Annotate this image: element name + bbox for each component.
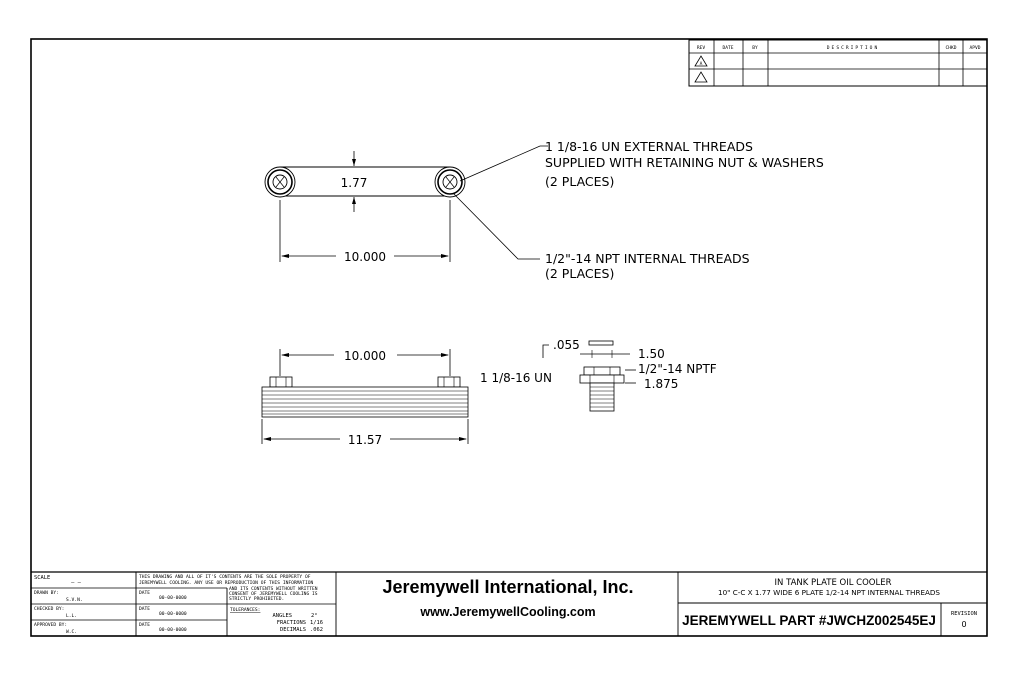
note-line: (2 PLACES) xyxy=(545,266,614,281)
notice-line: STRICTLY PROHIBITED. xyxy=(229,596,284,602)
drawing-subtitle: 10" C-C X 1.77 WIDE 6 PLATE 1/2-14 NPT I… xyxy=(718,588,940,597)
checked-value: L.L. xyxy=(66,613,77,619)
left-port-icon xyxy=(264,166,296,198)
rev-header-description: DESCRIPTION xyxy=(827,45,879,51)
revision-value: 0 xyxy=(961,620,966,629)
company-name: Jeremywell International, Inc. xyxy=(382,577,633,597)
approved-value: W.C. xyxy=(66,629,77,635)
side-view: 10.000 11.57 xyxy=(261,349,469,447)
fractions-label: FRACTIONS xyxy=(277,620,306,626)
note-line: SUPPLIED WITH RETAINING NUT & WASHERS xyxy=(545,155,824,170)
revision-triangle-icon xyxy=(694,55,708,67)
date-label: DATE xyxy=(139,590,150,596)
sheet-border xyxy=(30,38,988,637)
date-value: 00-00-0000 xyxy=(159,611,187,617)
scale-label: SCALE xyxy=(34,575,50,581)
notice-line: CONSENT OF JEREMYWELL COOLING IS xyxy=(229,591,318,597)
fitting-icon xyxy=(269,376,293,388)
scale-value: — — xyxy=(71,580,81,586)
angles-label: ANGLES xyxy=(273,613,292,619)
drawn-value: S.V.N. xyxy=(66,597,83,603)
company-website: www.JeremywellCooling.com xyxy=(419,605,595,619)
note-line: 1 1/8-16 UN EXTERNAL THREADS xyxy=(545,139,753,154)
rev-row-a: A xyxy=(700,61,703,67)
external-threads-note: 1 1/8-16 UN EXTERNAL THREADS SUPPLIED WI… xyxy=(545,139,824,189)
revision-triangle-icon xyxy=(694,71,708,83)
rev-header-by: BY xyxy=(752,45,758,51)
date-label: DATE xyxy=(139,606,150,612)
drawn-label: DRAWN BY: xyxy=(34,590,59,596)
title-block: SCALE — — DRAWN BY: S.V.N. CHECKED BY: L… xyxy=(31,571,987,636)
cc-dimension: 10.000 xyxy=(344,349,386,363)
revision-table: REV DATE BY DESCRIPTION CHKD APVD A xyxy=(688,39,988,87)
decimals-label: DECIMALS xyxy=(280,627,306,633)
right-port-icon xyxy=(434,166,466,198)
notice-line: THIS DRAWING AND ALL OF IT'S CONTENTS AR… xyxy=(139,574,311,580)
nut-dimension: 1.50 xyxy=(638,347,665,361)
un-label: 1 1/8-16 UN xyxy=(480,371,552,385)
part-number: JEREMYWELL PART #JWCHZ002545EJ xyxy=(682,613,936,628)
fractions-value: 1/16 xyxy=(310,620,323,626)
date-value: 00-00-0000 xyxy=(159,595,187,601)
date-label: DATE xyxy=(139,622,150,628)
notice-line: AND ITS CONTENTS WITHOUT WRITTEN xyxy=(229,586,318,592)
tolerances-label: TOLERANCES: xyxy=(230,607,260,613)
npt-label: 1/2"-14 NPTF xyxy=(638,362,717,376)
rev-header-chkd: CHKD xyxy=(945,45,956,51)
approved-label: APPROVED BY: xyxy=(34,622,67,628)
overall-dimension: 11.57 xyxy=(348,433,382,447)
rev-header-date: DATE xyxy=(722,45,733,51)
hex-dimension: 1.875 xyxy=(644,377,678,391)
decimals-value: .062 xyxy=(310,627,323,633)
rev-header-rev: REV xyxy=(697,45,706,51)
notice-line: JEREMYWELL COOLING. ANY USE OR REPRODUCT… xyxy=(139,580,313,586)
drawing-title: IN TANK PLATE OIL COOLER xyxy=(775,578,892,588)
internal-threads-note: 1/2"-14 NPT INTERNAL THREADS (2 PLACES) xyxy=(545,251,750,281)
angles-value: 2° xyxy=(311,613,318,619)
top-view: 1.77 10.000 xyxy=(264,145,548,264)
washer-dimension: .055 xyxy=(553,338,580,352)
rev-header-apvd: APVD xyxy=(969,45,980,51)
note-line: (2 PLACES) xyxy=(545,174,614,189)
length-dimension: 10.000 xyxy=(344,250,386,264)
revision-label: REVISION xyxy=(951,611,977,617)
width-dimension: 1.77 xyxy=(341,176,368,190)
date-value: 00-00-0000 xyxy=(159,627,187,633)
checked-label: CHECKED BY: xyxy=(34,606,64,612)
fitting-icon xyxy=(437,376,461,388)
fitting-detail: .055 1.50 1/2"-14 NPTF 1 1/8-16 UN 1.875 xyxy=(480,338,717,412)
note-line: 1/2"-14 NPT INTERNAL THREADS xyxy=(545,251,750,266)
